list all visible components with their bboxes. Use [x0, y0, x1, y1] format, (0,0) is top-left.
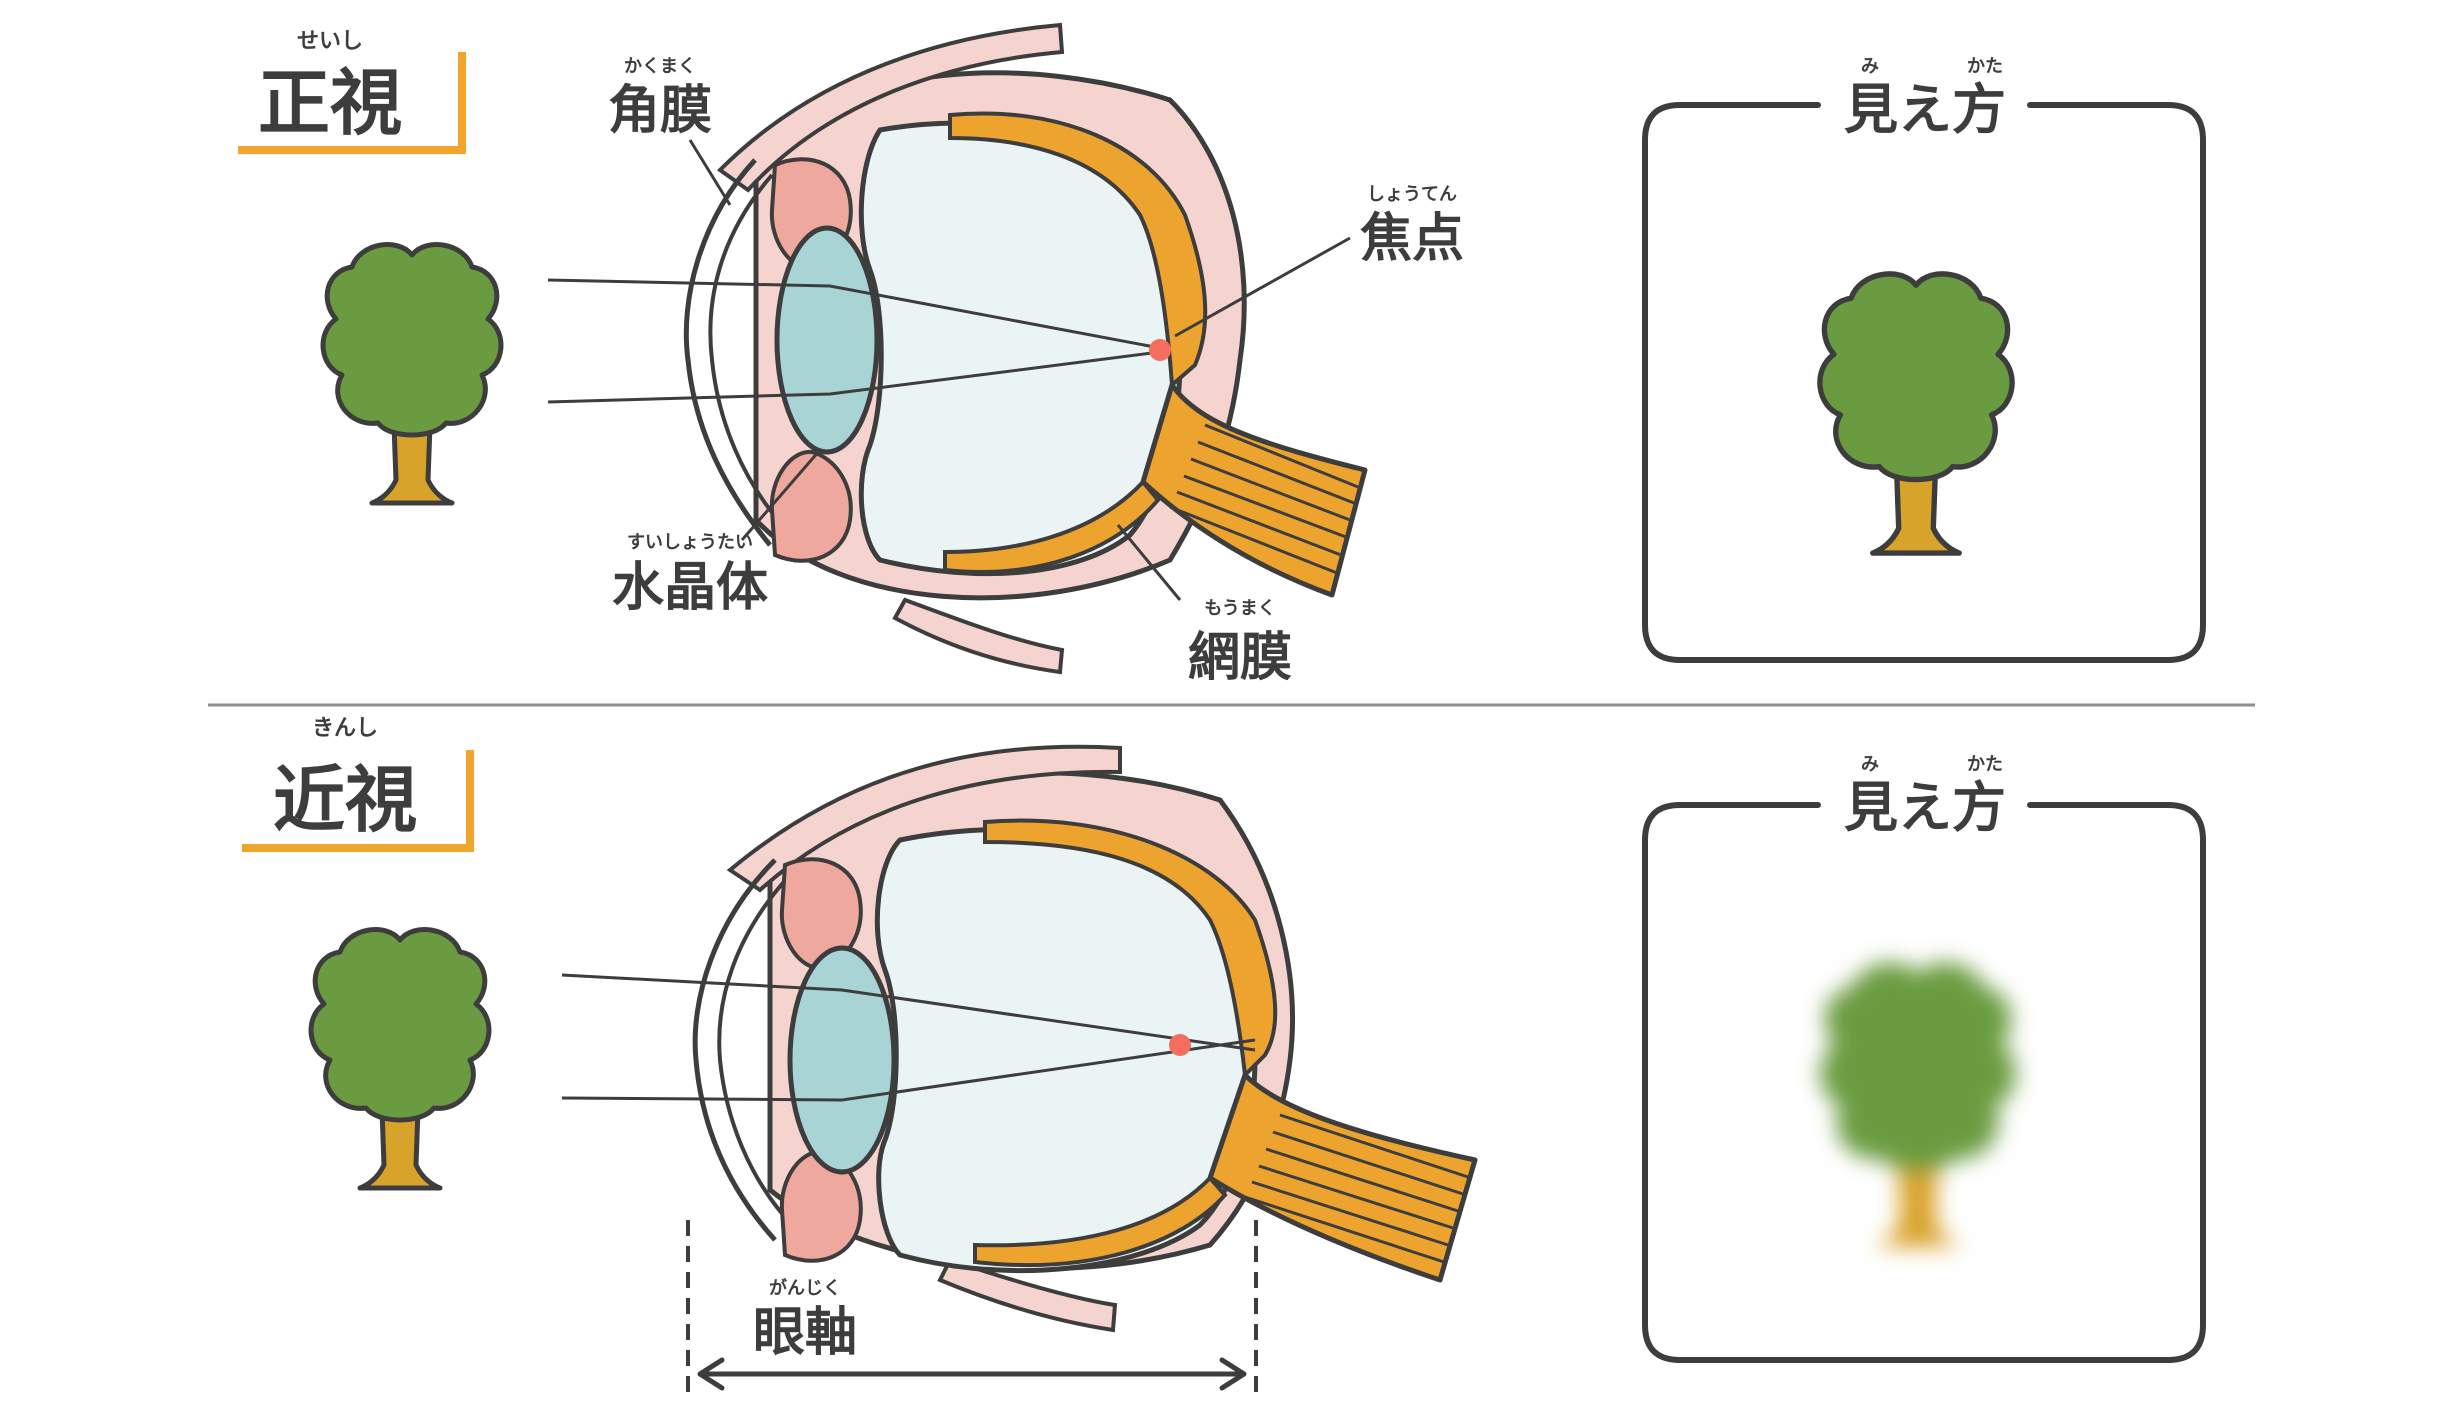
view-frame-myopia: み かた 見え方	[1642, 754, 2206, 1363]
double-arrow-icon	[697, 1357, 1247, 1391]
focus-point-icon	[1169, 1034, 1191, 1056]
myopia-title-underline	[242, 750, 474, 852]
leader-focus	[1174, 236, 1351, 338]
lens-label: 水晶体	[612, 558, 768, 618]
normal-title-underline	[238, 52, 466, 154]
retina-label: 網膜	[1188, 628, 1292, 688]
view-title: 見え方	[1844, 78, 2006, 141]
eye-myopia	[692, 744, 1478, 1333]
leader-lens	[740, 449, 822, 541]
cornea-ruby: かくまく	[624, 56, 696, 77]
light-rays-myopia	[561, 973, 1256, 1102]
view-ruby-kata: かた	[1967, 754, 2003, 775]
leader-retina	[1116, 524, 1182, 601]
myopia-title: 近視	[273, 758, 417, 842]
retina-ruby: もうまく	[1204, 598, 1275, 619]
normal-title-ruby: せいし	[297, 29, 363, 54]
section-normal: せいし 正視	[238, 22, 2206, 688]
focus-label: 焦点	[1360, 209, 1464, 269]
view-ruby-kata: かた	[1967, 56, 2003, 77]
tree-blurred-icon	[1820, 962, 2016, 1247]
cornea-label: 角膜	[608, 81, 712, 141]
view-frame-normal: み かた 見え方	[1642, 56, 2206, 663]
view-ruby-mi: み	[1861, 56, 1879, 77]
normal-title: 正視	[258, 61, 402, 145]
myopia-title-ruby: きんし	[312, 716, 378, 741]
eye-normal	[683, 22, 1368, 675]
view-ruby-mi: み	[1861, 754, 1879, 775]
view-title: 見え方	[1844, 776, 2006, 839]
axis-ruby: がんじく	[769, 1277, 841, 1299]
leader-cornea	[688, 139, 732, 206]
lens-ruby: すいしょうたい	[627, 532, 753, 553]
section-myopia: きんし 近視	[242, 716, 2206, 1395]
tree-icon	[311, 930, 489, 1188]
light-rays-normal	[547, 278, 1161, 404]
tree-icon	[323, 245, 501, 503]
focus-ruby: しょうてん	[1367, 184, 1457, 205]
eye-axis-marker: がんじく 眼軸	[686, 1220, 1258, 1395]
axis-label: 眼軸	[753, 1303, 857, 1363]
focus-point-icon	[1149, 339, 1171, 361]
tree-icon	[1820, 274, 2012, 553]
